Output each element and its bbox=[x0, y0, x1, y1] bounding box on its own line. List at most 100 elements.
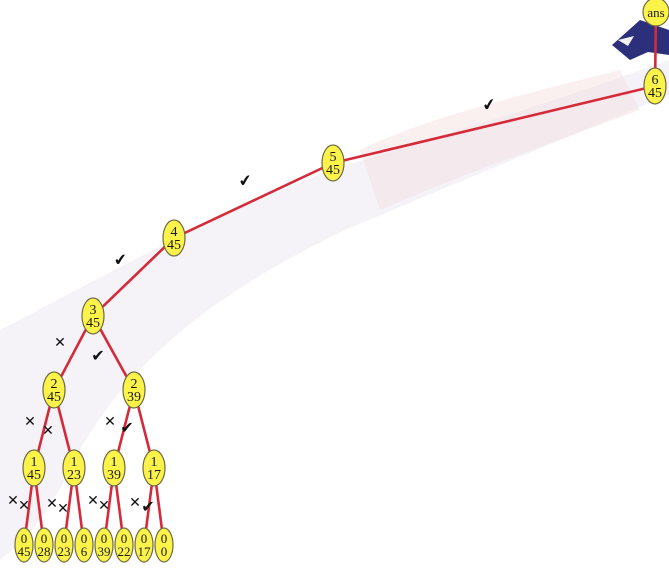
node-top-value: 0 bbox=[21, 531, 28, 546]
node-label: ans bbox=[647, 5, 664, 20]
cross-mark-icon: ✕ bbox=[42, 423, 54, 439]
node-ellipse bbox=[74, 527, 94, 563]
node-bottom-value: 39 bbox=[98, 544, 111, 559]
tree-node-n1c: 139 bbox=[102, 449, 126, 487]
corner-flag-icon bbox=[612, 20, 669, 60]
node-ellipse bbox=[154, 527, 174, 563]
tree-node-n4: 445 bbox=[162, 219, 186, 257]
node-top-value: 1 bbox=[31, 455, 38, 470]
node-top-value: 0 bbox=[101, 531, 108, 546]
node-top-value: 3 bbox=[90, 303, 97, 318]
tree-node-l6: 022 bbox=[114, 527, 134, 563]
tree-node-n3: 345 bbox=[81, 297, 105, 335]
node-ellipse bbox=[134, 527, 154, 563]
tree-node-l5: 039 bbox=[94, 527, 114, 563]
node-bottom-value: 28 bbox=[38, 544, 51, 559]
node-ellipse bbox=[14, 527, 34, 563]
tree-edge-n6-n5 bbox=[331, 84, 657, 165]
node-top-value: 1 bbox=[71, 455, 78, 470]
node-top-value: 2 bbox=[131, 377, 138, 392]
tree-node-n1a: 145 bbox=[22, 449, 46, 487]
cross-mark-icon: ✕ bbox=[104, 414, 116, 430]
cross-mark-icon: ✕ bbox=[129, 495, 141, 511]
cross-mark-icon: ✕ bbox=[54, 335, 66, 351]
node-top-value: 5 bbox=[330, 150, 337, 165]
node-ellipse bbox=[321, 144, 345, 182]
node-ellipse bbox=[102, 449, 126, 487]
check-mark-icon: ✔ bbox=[237, 170, 253, 191]
node-top-value: 1 bbox=[111, 455, 118, 470]
node-top-value: 4 bbox=[171, 225, 178, 240]
cross-mark-icon: ✕ bbox=[87, 493, 99, 509]
tree-node-n2a: 245 bbox=[42, 371, 66, 409]
node-bottom-value: 23 bbox=[58, 544, 71, 559]
tree-nodes: ans6455454453452452391451231391170450280… bbox=[14, 0, 669, 563]
node-bottom-value: 39 bbox=[127, 390, 141, 405]
node-bottom-value: 45 bbox=[648, 86, 662, 101]
tree-node-l7: 017 bbox=[134, 527, 154, 563]
node-ellipse bbox=[122, 371, 146, 409]
node-top-value: 6 bbox=[652, 73, 659, 88]
node-bottom-value: 17 bbox=[147, 468, 161, 483]
check-mark-icon: ✔ bbox=[113, 249, 128, 269]
node-bottom-value: 17 bbox=[138, 544, 152, 559]
background-watermark-tint bbox=[360, 70, 640, 210]
node-bottom-value: 45 bbox=[86, 316, 100, 331]
node-ellipse bbox=[114, 527, 134, 563]
node-ellipse bbox=[162, 219, 186, 257]
cross-mark-icon: ✕ bbox=[57, 501, 69, 517]
tree-node-l2: 028 bbox=[34, 527, 54, 563]
node-top-value: 0 bbox=[41, 531, 48, 546]
cross-mark-icon: ✕ bbox=[7, 493, 19, 509]
node-bottom-value: 22 bbox=[118, 544, 131, 559]
node-top-value: 0 bbox=[121, 531, 128, 546]
node-ellipse bbox=[34, 527, 54, 563]
node-ellipse bbox=[81, 297, 105, 335]
tree-node-l3: 023 bbox=[54, 527, 74, 563]
tree-node-n1d: 117 bbox=[142, 449, 166, 487]
node-top-value: 2 bbox=[51, 377, 58, 392]
tree-node-n5: 545 bbox=[321, 144, 345, 182]
tree-edge-n5-n4 bbox=[172, 161, 335, 240]
node-top-value: 0 bbox=[81, 531, 88, 546]
node-top-value: 0 bbox=[161, 531, 168, 546]
node-ellipse bbox=[94, 527, 114, 563]
tree-node-n6: 645 bbox=[643, 67, 667, 105]
node-bottom-value: 39 bbox=[107, 468, 121, 483]
node-bottom-value: 6 bbox=[81, 544, 88, 559]
check-mark-icon: ✔ bbox=[91, 346, 104, 365]
node-bottom-value: 45 bbox=[18, 544, 31, 559]
node-ellipse bbox=[62, 449, 86, 487]
cross-mark-icon: ✕ bbox=[98, 498, 110, 514]
node-bottom-value: 45 bbox=[47, 390, 61, 405]
check-mark-icon: ✔ bbox=[120, 418, 133, 437]
tree-edge-n4-n3 bbox=[91, 236, 176, 318]
node-ellipse bbox=[22, 449, 46, 487]
cross-mark-icon: ✕ bbox=[18, 498, 30, 514]
node-top-value: 0 bbox=[61, 531, 68, 546]
node-bottom-value: 0 bbox=[161, 544, 168, 559]
tree-node-ans: ans bbox=[642, 0, 669, 27]
node-bottom-value: 45 bbox=[167, 238, 181, 253]
node-bottom-value: 45 bbox=[326, 163, 340, 178]
check-mark-icon: ✔ bbox=[481, 94, 498, 115]
node-ellipse bbox=[643, 67, 667, 105]
node-bottom-value: 45 bbox=[27, 468, 41, 483]
cross-mark-icon: ✕ bbox=[24, 414, 36, 430]
tree-node-l1: 045 bbox=[14, 527, 34, 563]
background-watermark bbox=[0, 60, 669, 560]
node-ellipse bbox=[42, 371, 66, 409]
cross-mark-icon: ✕ bbox=[46, 496, 58, 512]
node-ellipse bbox=[142, 449, 166, 487]
node-top-value: 0 bbox=[141, 531, 148, 546]
edge-marks: ✔✔✔✕✔✕✕✕✔✕✕✕✕✕✕✕✔ bbox=[7, 94, 497, 517]
node-ellipse bbox=[642, 0, 669, 27]
node-ellipse bbox=[54, 527, 74, 563]
node-bottom-value: 23 bbox=[67, 468, 81, 483]
tree-node-n1b: 123 bbox=[62, 449, 86, 487]
node-top-value: 1 bbox=[151, 455, 158, 470]
tree-node-n2b: 239 bbox=[122, 371, 146, 409]
tree-node-l8: 00 bbox=[154, 527, 174, 563]
tree-node-l4: 06 bbox=[74, 527, 94, 563]
